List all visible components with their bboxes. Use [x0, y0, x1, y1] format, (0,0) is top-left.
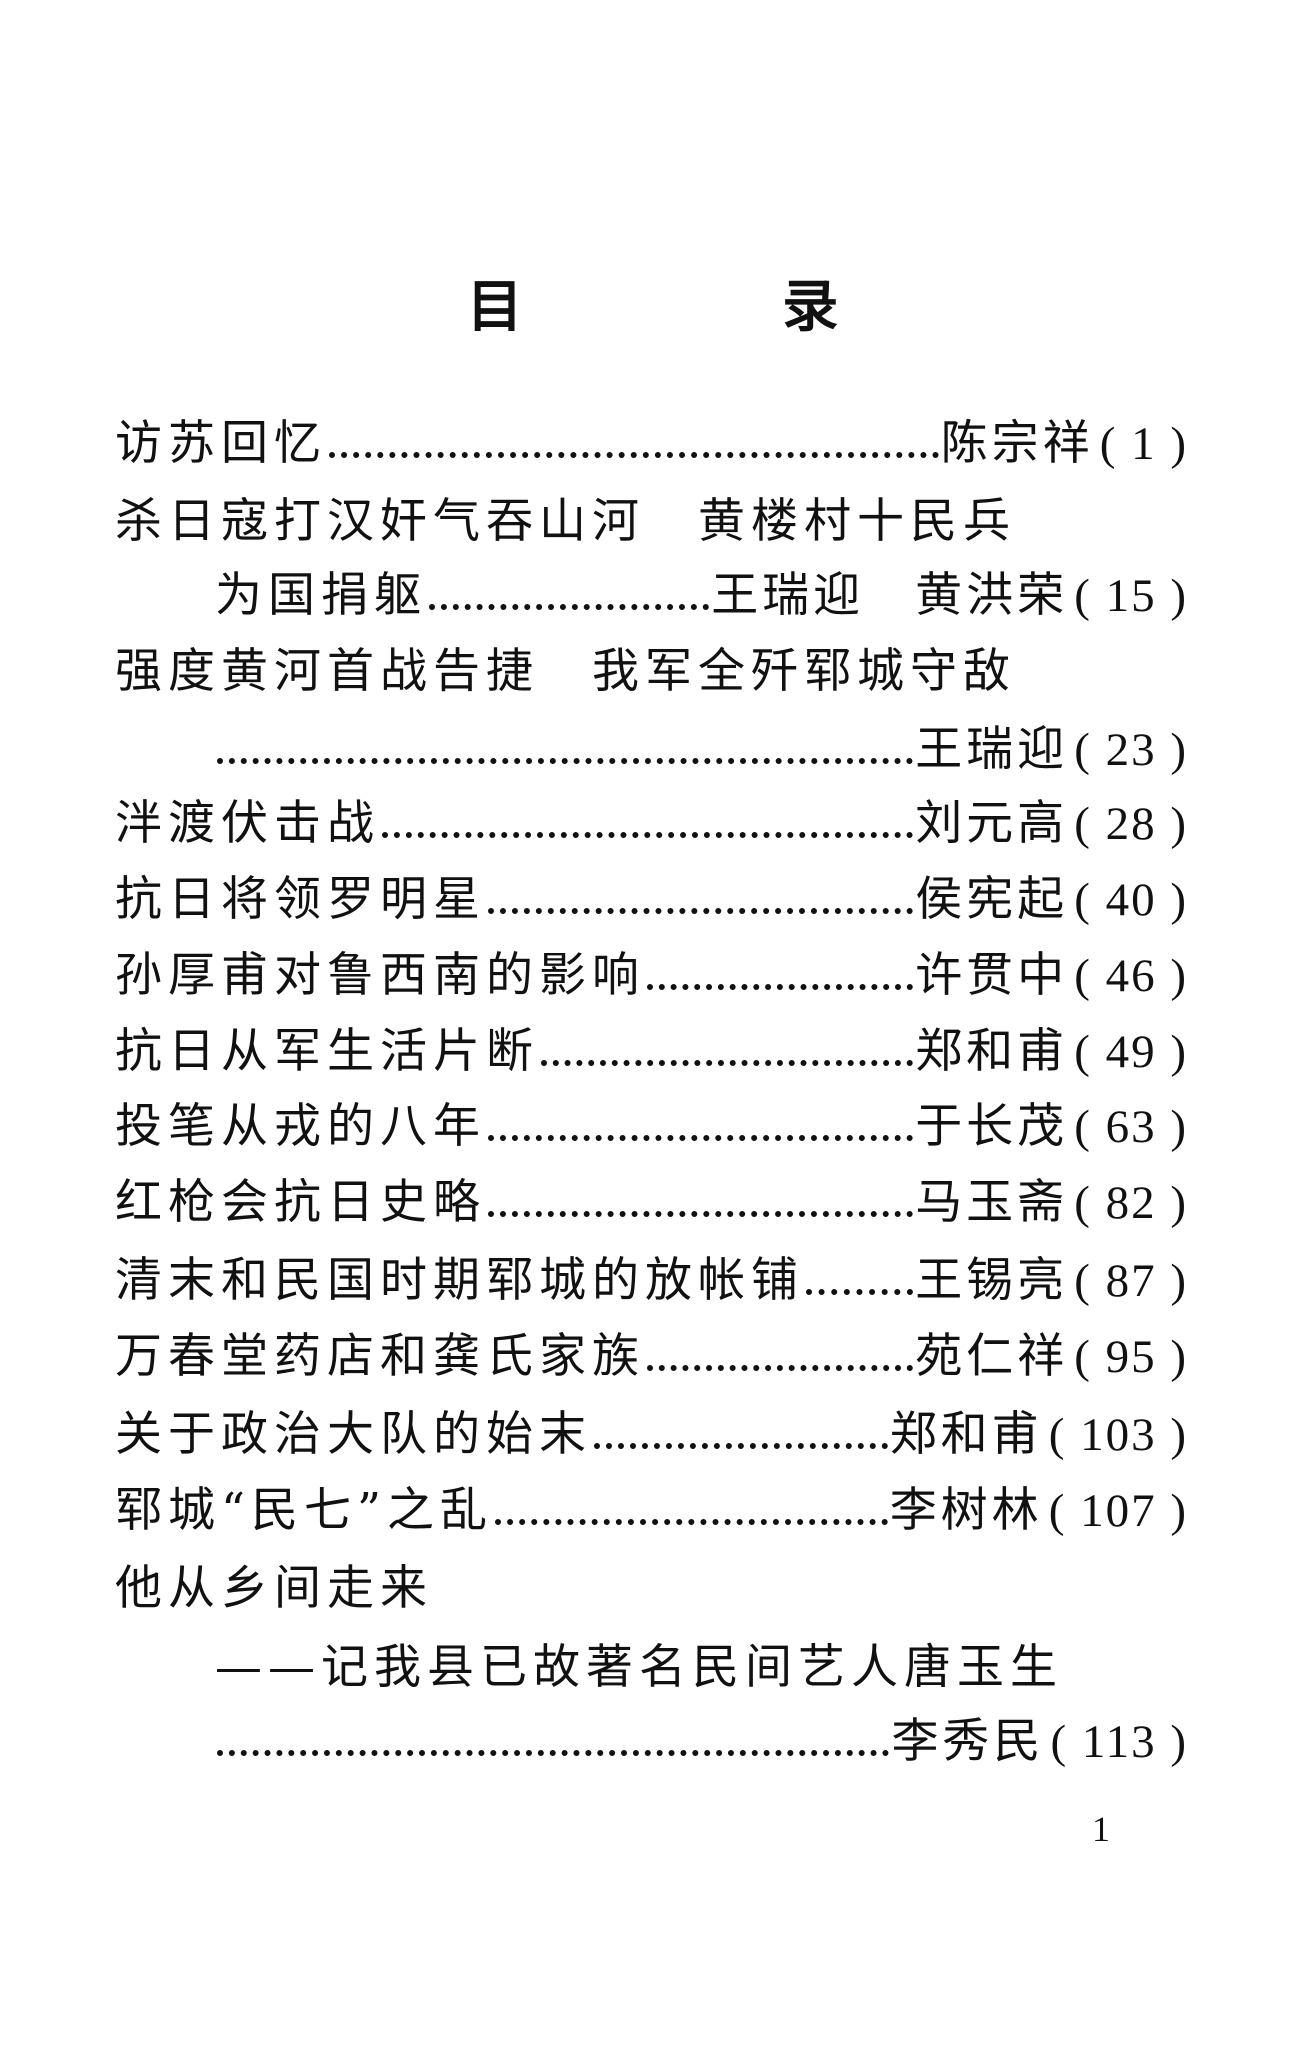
- leader-dots: [329, 414, 939, 474]
- entry-title: 郓城“民七”之乱: [115, 1483, 494, 1538]
- toc-entry: 红枪会抗日史略 马玉斋( 82 ): [115, 1173, 1188, 1233]
- leader-dots: [382, 794, 914, 854]
- leader-dots: [647, 1327, 914, 1387]
- entry-title: 杀日寇打汉奸气吞山河 黄楼村十民兵: [115, 494, 1016, 549]
- entry-title: 访苏回忆: [115, 416, 327, 471]
- toc-entry: 关于政治大队的始末 郑和甫( 103 ): [115, 1405, 1188, 1465]
- leader-dots: [217, 720, 914, 780]
- entry-page: ( 28 ): [1074, 798, 1188, 850]
- entry-page: ( 49 ): [1074, 1026, 1188, 1078]
- entry-title: 红枪会抗日史略: [115, 1175, 486, 1230]
- entry-author: 于长茂: [915, 1099, 1069, 1154]
- leader-dots: [488, 870, 914, 930]
- leader-dots: [541, 1022, 914, 1082]
- leader-dots: [647, 946, 914, 1006]
- entry-author: 陈宗祥: [940, 416, 1094, 471]
- entry-title: 抗日将领罗明星: [115, 872, 486, 927]
- entry-author: 郑和甫: [915, 1024, 1069, 1079]
- entry-page: ( 87 ): [1074, 1255, 1188, 1307]
- toc-entry: 万春堂药店和龚氏家族 苑仁祥( 95 ): [115, 1327, 1188, 1387]
- toc-entry: 投笔从戎的八年 于长茂( 63 ): [115, 1097, 1188, 1157]
- toc-entry-cont: 为国捐躯 王瑞迎 黄洪荣( 15 ): [215, 566, 1188, 626]
- entry-title: 关于政治大队的始末: [115, 1407, 592, 1462]
- entry-title: 投笔从戎的八年: [115, 1099, 486, 1154]
- entry-subtitle: ——记我县已故著名民间艺人唐玉生: [215, 1640, 1063, 1695]
- entry-page: ( 113 ): [1050, 1716, 1188, 1768]
- entry-author: 许贯中: [915, 948, 1069, 1003]
- entry-title: 强度黄河首战告捷 我军全歼郓城守敌: [115, 644, 1016, 699]
- page-number: 1: [1092, 1809, 1110, 1849]
- entry-page: ( 103 ): [1048, 1409, 1188, 1461]
- entry-author: 苑仁祥: [915, 1329, 1069, 1384]
- toc-entry-cont: 李秀民( 113 ): [215, 1712, 1188, 1772]
- toc-entry: 郓城“民七”之乱 李树林( 107 ): [115, 1481, 1188, 1541]
- entry-author: 郑和甫: [889, 1407, 1043, 1462]
- leader-dots: [495, 1481, 888, 1541]
- toc-entry: 他从乡间走来: [115, 1559, 1188, 1619]
- toc-entry: 清末和民国时期郓城的放帐铺 王锡亮( 87 ): [115, 1251, 1188, 1311]
- toc-entry: 杀日寇打汉奸气吞山河 黄楼村十民兵: [115, 492, 1188, 552]
- entry-author: 侯宪起: [915, 872, 1069, 927]
- leader-dots: [429, 566, 710, 626]
- toc-entry: 抗日从军生活片断 郑和甫( 49 ): [115, 1022, 1188, 1082]
- entry-page: ( 15 ): [1074, 570, 1188, 622]
- entry-author: 王瑞迎: [915, 722, 1069, 777]
- toc-heading: 目 录: [466, 274, 959, 340]
- entry-author: 王瑞迎 黄洪荣: [711, 568, 1069, 623]
- toc-entry: 泮渡伏击战 刘元高( 28 ): [115, 794, 1188, 854]
- entry-page: ( 107 ): [1048, 1485, 1188, 1537]
- leader-dots: [488, 1173, 914, 1233]
- entry-page: ( 95 ): [1074, 1331, 1188, 1383]
- toc-entry: 强度黄河首战告捷 我军全歼郓城守敌: [115, 642, 1188, 702]
- entry-author: 刘元高: [915, 796, 1069, 851]
- leader-dots: [594, 1405, 888, 1465]
- entry-page: ( 82 ): [1074, 1177, 1188, 1229]
- toc-entry-subtitle: ——记我县已故著名民间艺人唐玉生: [215, 1638, 1188, 1698]
- entry-title: 泮渡伏击战: [115, 796, 380, 851]
- entry-title: 为国捐躯: [215, 568, 427, 623]
- leader-dots: [806, 1251, 914, 1311]
- leader-dots: [217, 1712, 890, 1772]
- entry-author: 王锡亮: [915, 1253, 1069, 1308]
- entry-page: ( 23 ): [1074, 724, 1188, 776]
- entry-title: 孙厚甫对鲁西南的影响: [115, 948, 645, 1003]
- entry-title: 清末和民国时期郓城的放帐铺: [115, 1253, 804, 1308]
- entry-title: 他从乡间走来: [115, 1561, 433, 1616]
- toc-entry-cont: 王瑞迎( 23 ): [215, 720, 1188, 780]
- entry-page: ( 1 ): [1099, 418, 1188, 470]
- entry-page: ( 40 ): [1074, 874, 1188, 926]
- toc-entry: 抗日将领罗明星 侯宪起( 40 ): [115, 870, 1188, 930]
- entry-page: ( 63 ): [1074, 1101, 1188, 1153]
- leader-dots: [488, 1097, 914, 1157]
- entry-title: 抗日从军生活片断: [115, 1024, 539, 1079]
- entry-page: ( 46 ): [1074, 950, 1188, 1002]
- toc-entry: 孙厚甫对鲁西南的影响 许贯中( 46 ): [115, 946, 1188, 1006]
- toc-entry: 访苏回忆 陈宗祥( 1 ): [115, 414, 1188, 474]
- entry-author: 马玉斋: [915, 1175, 1069, 1230]
- entry-title: 万春堂药店和龚氏家族: [115, 1329, 645, 1384]
- entry-author: 李树林: [889, 1483, 1043, 1538]
- entry-author: 李秀民: [891, 1714, 1045, 1769]
